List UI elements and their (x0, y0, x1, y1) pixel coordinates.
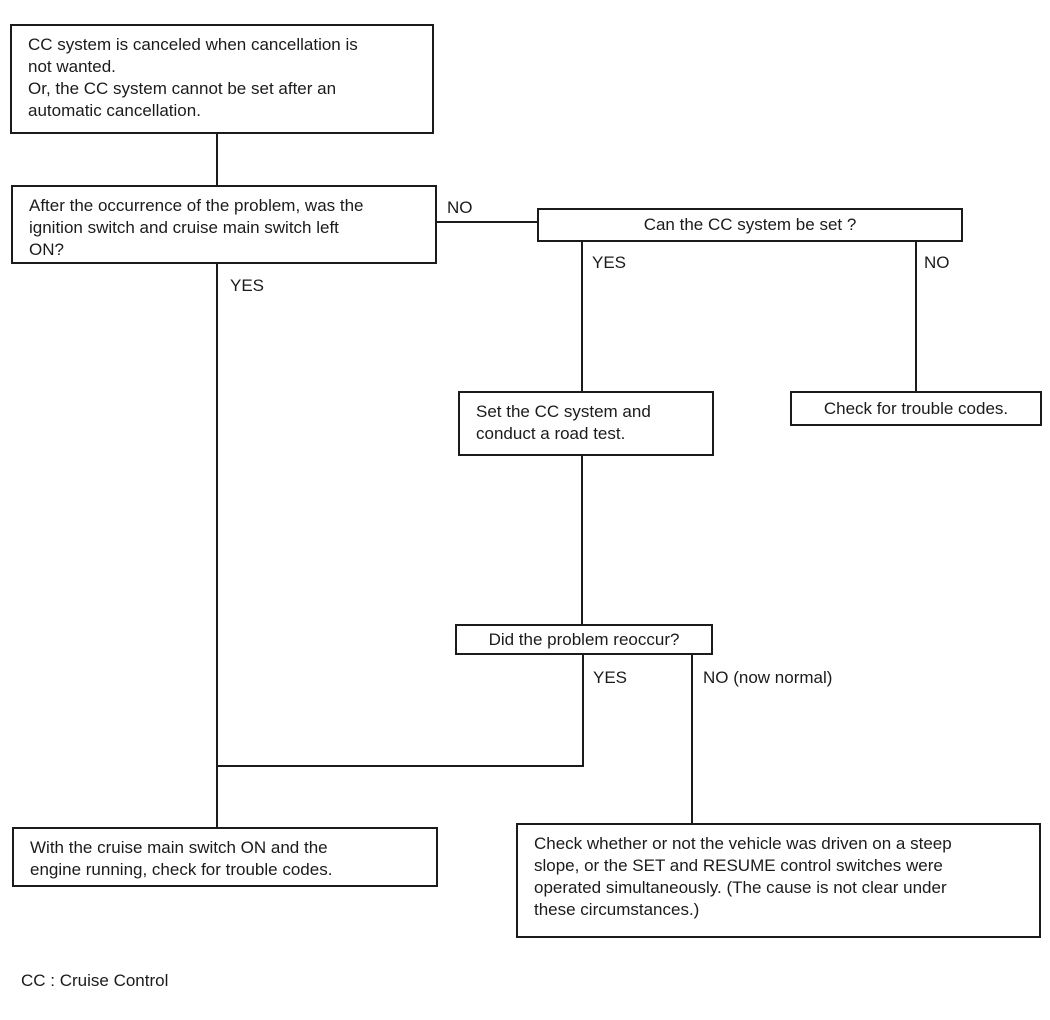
connector-can-set-yes-branch (581, 242, 583, 391)
node-problem-statement: CC system is canceled when cancellation … (10, 24, 434, 134)
connector-can-set-no-branch (915, 242, 917, 391)
connector-ignition-no-branch (437, 221, 537, 223)
node-question-ignition-left-on: After the occurrence of the problem, was… (11, 185, 437, 264)
node-question-can-cc-be-set: Can the CC system be set ? (537, 208, 963, 242)
branch-label-reoccur-no: NO (now normal) (703, 668, 833, 687)
legend-cc-cruise-control: CC : Cruise Control (21, 971, 169, 990)
connector-ignition-yes-branch (216, 264, 218, 827)
node-check-steep-slope: Check whether or not the vehicle was dri… (516, 823, 1041, 938)
branch-label-can-set-no: NO (924, 253, 950, 272)
connector-reoccur-no-branch (691, 655, 693, 823)
branch-label-ignition-yes: YES (230, 276, 265, 295)
branch-label-can-set-yes: YES (592, 253, 627, 272)
connector-road-test-to-reoccur (581, 456, 583, 624)
node-main-switch-check-codes: With the cruise main switch ON and the e… (12, 827, 438, 887)
connector-reoccur-yes-horizontal (216, 765, 584, 767)
node-check-trouble-codes: Check for trouble codes. (790, 391, 1042, 426)
node-set-cc-road-test: Set the CC system and conduct a road tes… (458, 391, 714, 456)
connector-reoccur-yes-vertical (582, 655, 584, 767)
connector-problem-to-ignition (216, 134, 218, 185)
branch-label-reoccur-yes: YES (593, 668, 628, 687)
node-question-problem-reoccur: Did the problem reoccur? (455, 624, 713, 655)
branch-label-ignition-no: NO (447, 198, 473, 217)
